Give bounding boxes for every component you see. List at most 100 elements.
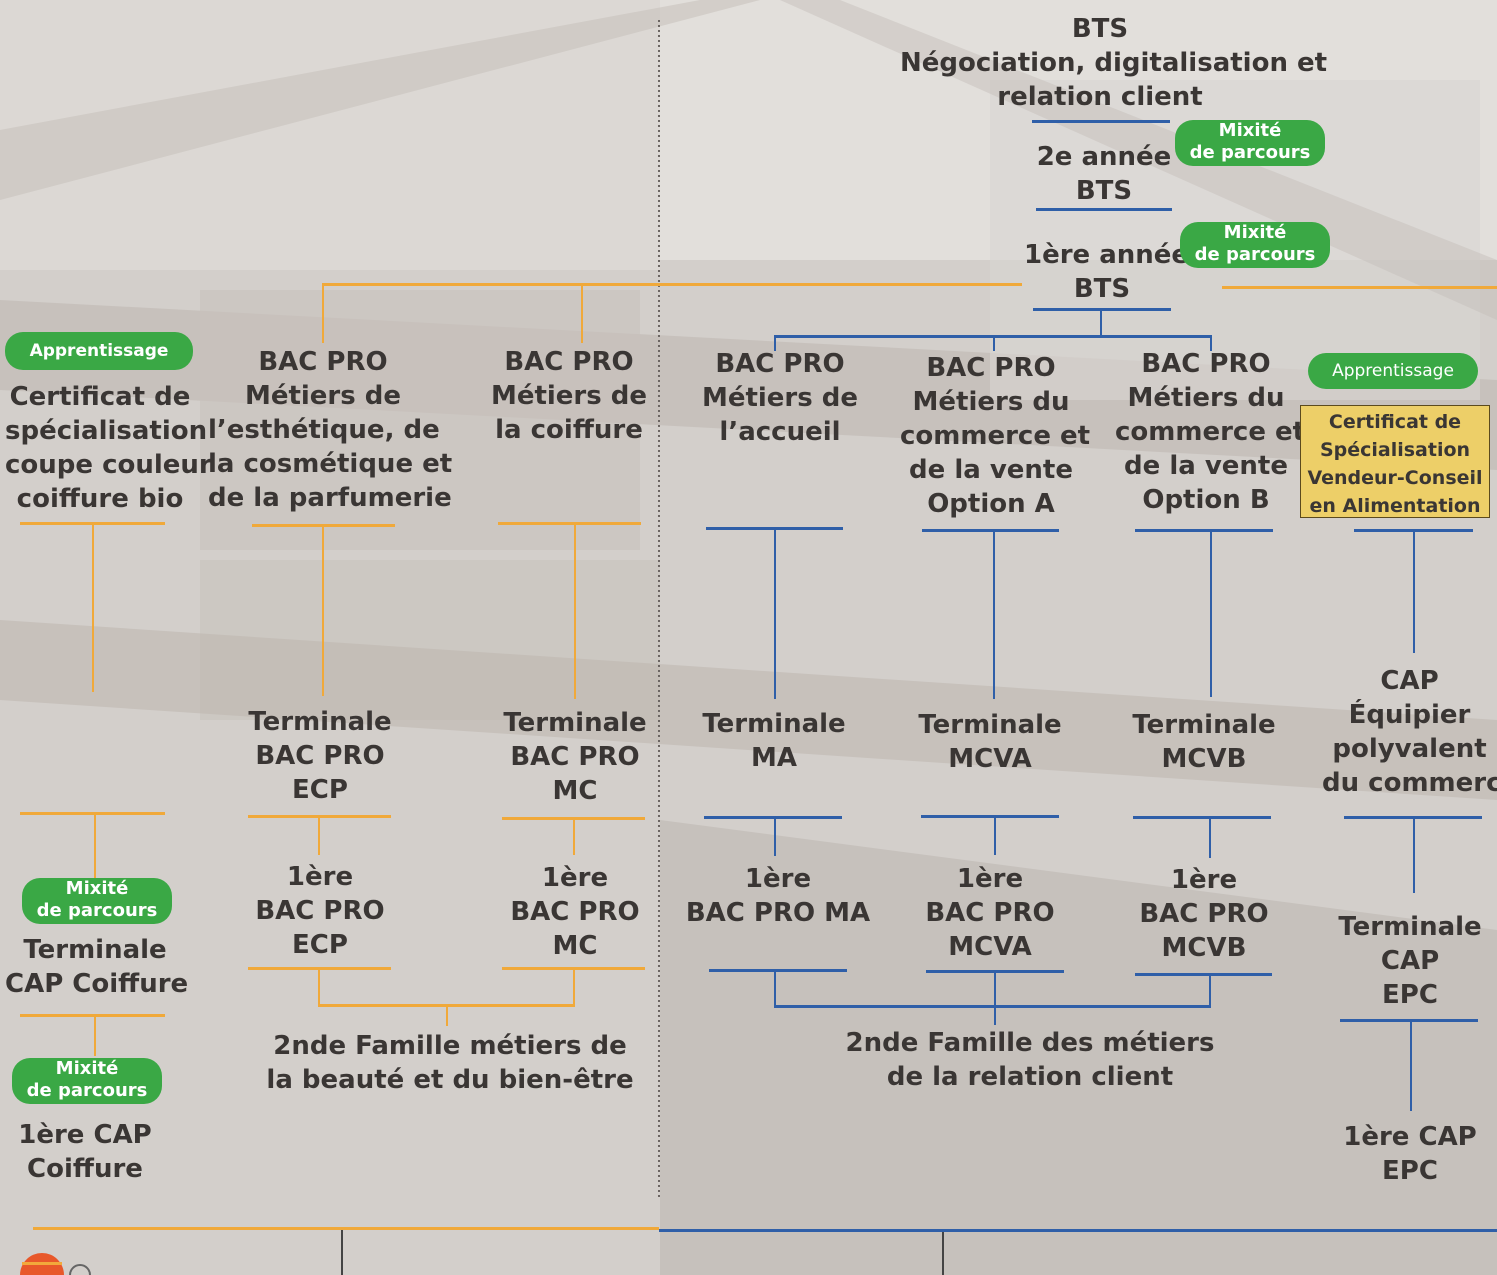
line-term-mc	[502, 817, 645, 820]
mixite-badge-prem-cap: Mixité de parcours	[12, 1058, 162, 1104]
prem-cap-epc-l1: 1ère CAP	[1343, 1122, 1477, 1152]
bac-mc-l3: la coiffure	[495, 415, 643, 445]
line-seconde-rel-r	[1209, 975, 1211, 1007]
term-mc-l3: MC	[552, 776, 598, 806]
line-cs-vendeur	[1354, 529, 1473, 532]
bac-pro-ecp: BAC PRO Métiers de l’esthétique, de la c…	[208, 345, 453, 515]
terminale-mc: Terminale BAC PRO MC	[495, 706, 655, 808]
line-bac-mcva-down	[993, 531, 995, 699]
line-cap-epc-down	[1413, 818, 1415, 893]
line-seconde-beaute-stem	[446, 1004, 448, 1026]
bts-top-title: BTS	[1071, 14, 1129, 44]
line-seconde-beaute-r	[573, 970, 575, 1006]
premiere-mcvb: 1ère BAC PRO MCVB	[1124, 863, 1284, 965]
bac-ecp-l5: de la parfumerie	[208, 483, 452, 513]
bts-1ere-annee: 1ère année BTS	[1024, 238, 1190, 306]
term-ecp-l3: ECP	[292, 775, 348, 805]
term-mc-l2: BAC PRO	[510, 742, 640, 772]
prem-ma-l2: BAC PRO MA	[685, 898, 871, 928]
bac-mcvb-l5: Option B	[1142, 485, 1270, 515]
mixite-l1: Mixité	[55, 1058, 119, 1079]
prem-mcva-l1: 1ère	[956, 864, 1024, 894]
seconde-beaute-l2: la beauté et du bien-être	[266, 1065, 634, 1095]
prem-mc-l3: MC	[552, 931, 598, 961]
line-term-cap-coiffure-down	[94, 1016, 96, 1056]
line-term-ecp-down	[318, 817, 320, 855]
line-bottom-orange	[33, 1227, 659, 1230]
term-ecp-l1: Terminale	[248, 707, 392, 737]
mixite-l2: de parcours	[26, 1080, 148, 1101]
premiere-cap-epc: 1ère CAP EPC	[1330, 1120, 1490, 1188]
bts-1-line2: BTS	[1073, 274, 1131, 304]
line-cs-coiffure-down	[92, 524, 94, 692]
cap-epc-l1: CAP	[1380, 666, 1439, 696]
line-prem-mcvb	[1135, 973, 1272, 976]
mixite-badge-term-cap: Mixité de parcours	[22, 878, 172, 924]
bac-ecp-l4: la cosmétique et	[208, 449, 453, 479]
prem-mcva-l3: MCVA	[948, 932, 1032, 962]
prem-ecp-l2: BAC PRO	[255, 896, 385, 926]
bac-mcva-l5: Option A	[927, 489, 1055, 519]
bts-2-line2: BTS	[1075, 176, 1133, 206]
cap-equipier-polyvalent: CAP Équipier polyvalent du commerce	[1322, 664, 1497, 800]
line-bottom-stem-right	[942, 1232, 944, 1275]
prem-cap-coiffure-l2: Coiffure	[27, 1154, 143, 1184]
bac-pro-mc: BAC PRO Métiers de la coiffure	[490, 345, 648, 447]
cs-vendeur-l3: Vendeur-Conseil	[1307, 467, 1483, 489]
line-term-mcva-down	[994, 817, 996, 855]
line-bac-ma-down	[774, 529, 776, 699]
line-branch-mcva	[993, 335, 995, 351]
seconde-relation-l2: de la relation client	[886, 1062, 1174, 1092]
bts-top-line1: Négociation, digitalisation et	[900, 48, 1328, 78]
bac-ma-l3: l’accueil	[719, 417, 841, 447]
bts-1-line1: 1ère année	[1024, 240, 1190, 270]
bac-pro-ma: BAC PRO Métiers de l’accueil	[700, 347, 860, 449]
bts-2-line1: 2e année	[1036, 142, 1172, 172]
premiere-mc: 1ère BAC PRO MC	[495, 861, 655, 963]
terminale-mcvb: Terminale MCVB	[1124, 708, 1284, 776]
line-seconde-relation	[774, 1005, 1211, 1008]
term-mc-l1: Terminale	[503, 708, 647, 738]
cs-coiffure-l4: coiffure bio	[16, 484, 184, 514]
prem-mcva-l2: BAC PRO	[925, 898, 1055, 928]
term-ma-l1: Terminale	[702, 709, 846, 739]
bts-2e-annee: 2e année BTS	[1030, 140, 1178, 208]
seconde-relation-l1: 2nde Famille des métiers	[845, 1028, 1215, 1058]
line-prem-mc	[502, 967, 645, 970]
cs-vendeur-l2: Spécialisation	[1319, 439, 1471, 461]
mixite-l2: de parcours	[1189, 142, 1311, 163]
bac-ma-l1: BAC PRO	[715, 349, 845, 379]
mixite-badge-bts2: Mixité de parcours	[1175, 120, 1325, 166]
mixite-l2: de parcours	[1194, 244, 1316, 265]
premiere-mcva: 1ère BAC PRO MCVA	[910, 862, 1070, 964]
line-cap-epc	[1344, 816, 1482, 819]
premiere-ecp: 1ère BAC PRO ECP	[240, 860, 400, 962]
line-orange-ecp-up	[322, 283, 324, 343]
line-prem-ecp	[248, 967, 391, 970]
cs-coiffure-l2: spécialisation	[5, 416, 208, 446]
line-bac-ecp-down	[322, 526, 324, 696]
line-bac-mcva	[922, 529, 1059, 532]
prem-mc-l2: BAC PRO	[510, 897, 640, 927]
terminale-mcva: Terminale MCVA	[910, 708, 1070, 776]
premiere-cap-coiffure: 1ère CAP Coiffure	[5, 1118, 165, 1186]
cs-vendeur-l4: en Alimentation	[1309, 495, 1481, 517]
bac-ma-l2: Métiers de	[701, 383, 859, 413]
prem-ecp-l1: 1ère	[286, 862, 354, 892]
line-cs-vendeur-down	[1413, 531, 1415, 653]
line-bts-1	[1033, 308, 1171, 311]
line-bts-stem	[1100, 310, 1102, 337]
bac-mcvb-l1: BAC PRO	[1141, 349, 1271, 379]
apprentissage-badge-right: Apprentissage	[1308, 353, 1478, 389]
line-seconde-beaute-l	[318, 970, 320, 1006]
bac-ecp-l2: Métiers de	[244, 381, 402, 411]
prem-ecp-l3: ECP	[292, 930, 348, 960]
term-cap-coiffure-l2: CAP Coiffure	[5, 969, 189, 999]
mixite-badge-bts1: Mixité de parcours	[1180, 222, 1330, 268]
cs-coiffure-l3: coupe couleur	[5, 450, 212, 480]
cs-vendeur-l1: Certificat de	[1328, 411, 1462, 433]
terminale-ma: Terminale MA	[694, 707, 854, 775]
line-branch-ma	[774, 335, 776, 351]
mixite-l1: Mixité	[1223, 222, 1287, 243]
prem-cap-epc-l2: EPC	[1382, 1156, 1438, 1186]
